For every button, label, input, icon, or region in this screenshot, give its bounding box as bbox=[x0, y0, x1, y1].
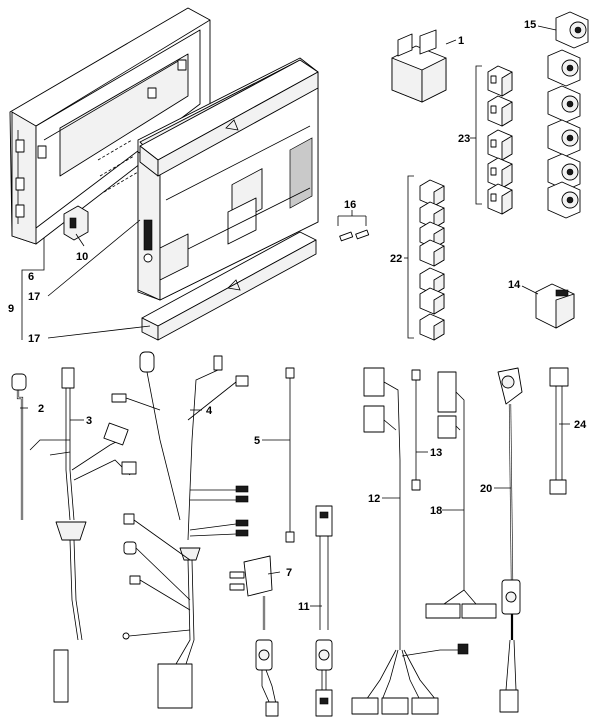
harness-part-3 bbox=[29, 367, 137, 703]
harness-part-4 bbox=[111, 351, 249, 709]
callout-11: 11 bbox=[298, 601, 310, 613]
leader-lines bbox=[20, 25, 570, 607]
callout-3: 3 bbox=[86, 415, 92, 427]
cable-part-13 bbox=[411, 369, 421, 491]
callout-4: 4 bbox=[206, 405, 213, 417]
callout-numbers: 1 2 3 4 5 6 7 9 10 11 12 13 14 15 16 17 … bbox=[8, 19, 587, 613]
jumper-cable-part-5 bbox=[285, 367, 295, 543]
callout-13: 13 bbox=[430, 447, 442, 459]
callout-22: 22 bbox=[390, 253, 402, 265]
callout-20: 20 bbox=[480, 483, 492, 495]
callout-18: 18 bbox=[430, 505, 442, 517]
callout-5: 5 bbox=[254, 435, 260, 447]
callout-23: 23 bbox=[458, 133, 470, 145]
sensor-cable-part-20 bbox=[497, 367, 523, 713]
callout-10: 10 bbox=[76, 251, 88, 263]
callout-14: 14 bbox=[508, 279, 521, 291]
callout-9: 9 bbox=[8, 303, 14, 315]
callout-17-bottom: 17 bbox=[28, 333, 40, 345]
callout-15: 15 bbox=[524, 19, 536, 31]
callout-2: 2 bbox=[38, 403, 44, 415]
bottom-cover bbox=[141, 231, 317, 341]
callout-7: 7 bbox=[286, 567, 292, 579]
harness-part-12 bbox=[351, 367, 469, 715]
connectors-part-15 bbox=[547, 11, 589, 219]
controller-housing bbox=[137, 57, 319, 301]
pins-part-16 bbox=[339, 229, 370, 242]
power-cable-part-7 bbox=[229, 555, 279, 717]
relay-part-1 bbox=[391, 29, 447, 103]
callout-17-top: 17 bbox=[28, 291, 40, 303]
callout-12: 12 bbox=[368, 493, 380, 505]
callout-6: 6 bbox=[28, 271, 34, 283]
harness-part-18 bbox=[425, 371, 497, 619]
cable-part-24 bbox=[549, 367, 569, 495]
callout-24: 24 bbox=[574, 419, 587, 431]
mounting-base-plate bbox=[9, 7, 211, 245]
bracket-part-10 bbox=[63, 205, 89, 241]
top-cover bbox=[139, 59, 319, 177]
connectors-part-22 bbox=[419, 179, 445, 341]
callout-1: 1 bbox=[458, 35, 464, 47]
sensor-probe-part-2 bbox=[11, 373, 27, 520]
connector-part-14 bbox=[535, 283, 575, 329]
cable-part-11 bbox=[315, 505, 333, 717]
connectors-part-23 bbox=[487, 65, 513, 215]
callout-16: 16 bbox=[344, 199, 356, 211]
